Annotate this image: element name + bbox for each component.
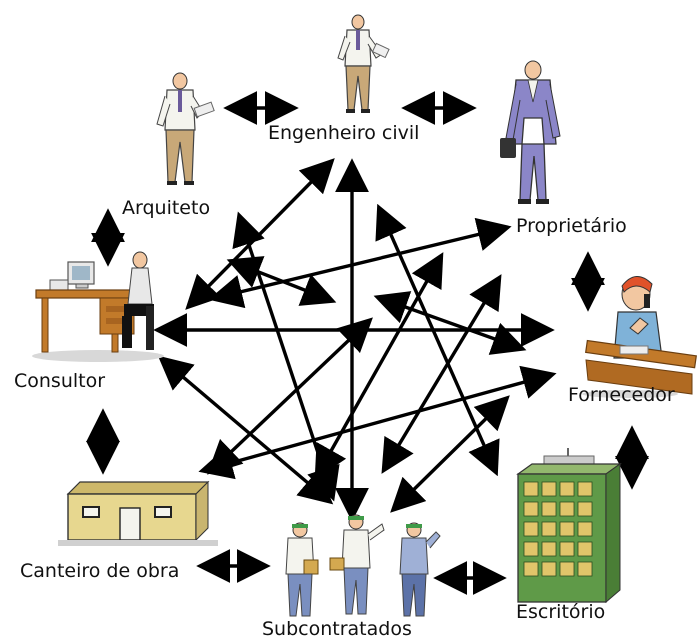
arrow-proprietario-consultor	[208, 217, 512, 309]
label-escritorio: Escritório	[516, 601, 606, 623]
office-building-icon	[516, 448, 622, 604]
label-fornecedor: Fornecedor	[568, 384, 675, 406]
site-building-icon	[58, 480, 218, 546]
label-engenheiro-civil: Engenheiro civil	[268, 122, 420, 144]
arrow-proprietario-escritorio	[375, 203, 500, 477]
office-windows	[523, 481, 593, 577]
arrow-engenheiro-consultor	[185, 158, 335, 310]
label-proprietario: Proprietário	[516, 215, 627, 237]
desk-computer-worker-icon	[32, 251, 164, 362]
arrow-consultor-subcontratados	[157, 355, 334, 505]
arrow-consultor-escritorio-cross	[226, 256, 337, 306]
arrow-arquiteto-fornecedor	[373, 291, 527, 355]
arrow-fornecedor-canteiro	[198, 365, 557, 480]
workers-group-icon	[285, 514, 441, 617]
arrow-subcontratados-fornecedor-2	[390, 395, 510, 513]
arrow-proprietario-subcontratados	[314, 252, 444, 480]
label-arquiteto: Arquiteto	[122, 197, 211, 219]
label-canteiro-de-obra: Canteiro de obra	[20, 560, 180, 582]
arrow-arquiteto-subcontratados	[232, 211, 340, 502]
phone-operator-desk-icon	[582, 276, 697, 398]
engineer-figure-icon	[337, 14, 390, 113]
label-consultor: Consultor	[14, 370, 106, 392]
label-subcontratados: Subcontratados	[262, 618, 412, 640]
businessman-figure-icon	[500, 60, 561, 204]
connection-arrows	[86, 91, 649, 595]
architect-figure-icon	[156, 72, 215, 185]
